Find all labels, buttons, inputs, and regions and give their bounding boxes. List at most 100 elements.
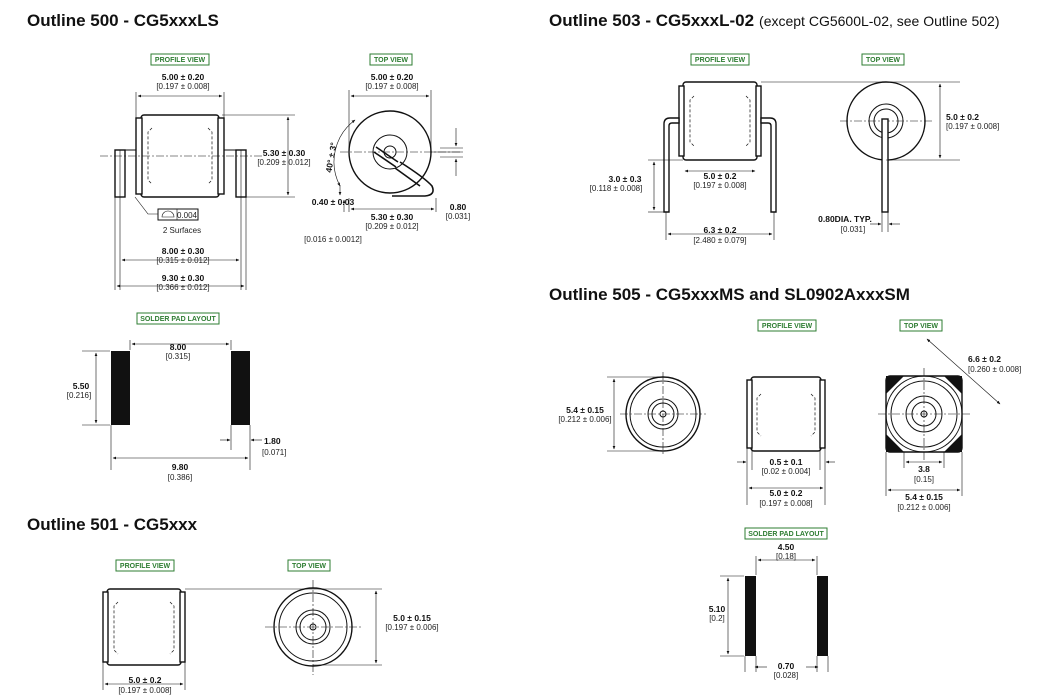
svg-text:5.30 ± 0.30: 5.30 ± 0.30 [371, 212, 414, 222]
outline-505-electrode-dim: 0.5 ± 0.1 [0.02 ± 0.004] [737, 457, 835, 476]
outline-500: Outline 500 - CG5xxxLS PROFILE VIEW TOP … [27, 11, 470, 482]
svg-text:[0.15]: [0.15] [914, 475, 934, 484]
svg-text:0.004: 0.004 [177, 211, 198, 220]
svg-text:TOP VIEW: TOP VIEW [866, 57, 900, 64]
svg-text:5.4 ± 0.15: 5.4 ± 0.15 [905, 492, 943, 502]
svg-text:TOP VIEW: TOP VIEW [292, 563, 326, 570]
outline-503-lead-height-dim: 3.0 ± 0.3 [0.118 ± 0.008] [590, 159, 683, 213]
outline-503-body-width-dim: 5.0 ± 0.2 [0.197 ± 0.008] [684, 169, 756, 190]
outline-505-solder-pad-tag: SOLDER PAD LAYOUT [744, 527, 828, 540]
outline-503-span-dim: 6.3 ± 0.2 [2.480 ± 0.079] [665, 212, 775, 245]
outline-503-profile-body [663, 81, 777, 213]
svg-text:[0.016 ± 0.0012]: [0.016 ± 0.0012] [304, 235, 362, 244]
svg-text:3.8: 3.8 [918, 464, 930, 474]
svg-text:6.3 ± 0.2: 6.3 ± 0.2 [703, 225, 736, 235]
outline-500-solder-pad-tag: SOLDER PAD LAYOUT [136, 312, 220, 325]
svg-text:[0.197 ± 0.008]: [0.197 ± 0.008] [118, 686, 171, 695]
svg-text:0.40 ± 0.03: 0.40 ± 0.03 [312, 197, 355, 207]
outline-500-solder-pads: 8.00 [0.315] 5.50 [0.216] 9.80 [0.386] 1… [67, 340, 286, 482]
outline-503-top-view: 5.0 ± 0.2 [0.197 ± 0.008] [761, 81, 999, 213]
svg-text:[0.260 ± 0.008]: [0.260 ± 0.008] [968, 365, 1021, 374]
svg-text:[0.197 ± 0.008]: [0.197 ± 0.008] [693, 181, 746, 190]
svg-text:[2.480 ± 0.079]: [2.480 ± 0.079] [693, 236, 746, 245]
svg-text:0.5 ± 0.1: 0.5 ± 0.1 [769, 457, 802, 467]
outline-501-top-view-tag: TOP VIEW [287, 559, 331, 572]
svg-text:PROFILE VIEW: PROFILE VIEW [762, 323, 813, 330]
outline-500-top-view [340, 90, 463, 197]
svg-text:8.00 ± 0.30: 8.00 ± 0.30 [162, 246, 205, 256]
outline-501-profile-body: 5.0 ± 0.2 [0.197 ± 0.008] [102, 588, 186, 695]
svg-text:[0.315 ± 0.012]: [0.315 ± 0.012] [156, 256, 209, 265]
svg-text:[0.212 ± 0.006]: [0.212 ± 0.006] [897, 503, 950, 512]
svg-text:[0.209 ± 0.012]: [0.209 ± 0.012] [365, 222, 418, 231]
svg-text:[0.197 ± 0.008]: [0.197 ± 0.008] [759, 499, 812, 508]
svg-text:TOP VIEW: TOP VIEW [904, 323, 938, 330]
svg-text:[0.028]: [0.028] [774, 671, 798, 680]
svg-text:5.0 ± 0.2: 5.0 ± 0.2 [769, 488, 802, 498]
svg-text:[0.197 ± 0.008]: [0.197 ± 0.008] [946, 122, 999, 131]
outline-503-profile-view-tag: PROFILE VIEW [690, 53, 750, 66]
svg-text:40° ± 3°: 40° ± 3° [323, 141, 338, 173]
outline-503: Outline 503 - CG5xxxL-02(except CG5600L-… [549, 11, 1000, 245]
outline-500-profile-body [100, 92, 262, 290]
outline-505-profile-view-tag: PROFILE VIEW [757, 319, 817, 332]
outline-500-top-view-tag: TOP VIEW [369, 53, 413, 66]
outline-505-profile-body [746, 376, 826, 505]
svg-text:5.10: 5.10 [709, 604, 726, 614]
svg-text:8.00: 8.00 [170, 342, 187, 352]
outline-500-profile-view-tag: PROFILE VIEW [150, 53, 210, 66]
svg-text:5.0 ± 0.2: 5.0 ± 0.2 [703, 171, 736, 181]
svg-text:[0.366 ± 0.012]: [0.366 ± 0.012] [156, 283, 209, 292]
svg-text:[0.197 ± 0.008]: [0.197 ± 0.008] [365, 82, 418, 91]
outline-501-top-view: 5.0 ± 0.15 [0.197 ± 0.006] [185, 580, 439, 675]
svg-text:5.00 ± 0.20: 5.00 ± 0.20 [162, 72, 205, 82]
svg-text:0.80: 0.80 [450, 202, 467, 212]
outline-500-height-dim: 5.30 ± 0.30 [0.209 ± 0.012] [222, 114, 311, 198]
outline-505-end-view: 5.4 ± 0.15 [0.212 ± 0.006] [558, 372, 706, 456]
svg-text:5.50: 5.50 [73, 381, 90, 391]
outline-500-flatness-callout: 0.004 2 Surfaces [134, 196, 201, 235]
outline-503-lead-diameter-dim: 0.80DIA. TYP. [0.031] [818, 212, 900, 234]
outline-500-lead-thickness-dim: 0.40 ± 0.03 [0.016 ± 0.0012] [304, 185, 362, 244]
svg-text:[0.212 ± 0.006]: [0.212 ± 0.006] [558, 415, 611, 424]
svg-text:5.30 ± 0.30: 5.30 ± 0.30 [263, 148, 306, 158]
svg-text:5.0 ± 0.15: 5.0 ± 0.15 [393, 613, 431, 623]
outline-500-top-width-dim: 5.00 ± 0.20 [0.197 ± 0.008] [350, 72, 430, 98]
svg-text:5.0 ± 0.2: 5.0 ± 0.2 [128, 675, 161, 685]
svg-text:[0.071]: [0.071] [262, 448, 286, 457]
svg-text:2 Surfaces: 2 Surfaces [163, 226, 201, 235]
outline-500-profile-width-dim: 5.00 ± 0.20 [0.197 ± 0.008] [137, 72, 223, 98]
svg-text:PROFILE VIEW: PROFILE VIEW [120, 563, 171, 570]
outline-501-title: Outline 501 - CG5xxx [27, 515, 198, 534]
svg-text:[0.197 ± 0.006]: [0.197 ± 0.006] [385, 623, 438, 632]
svg-text:[0.315]: [0.315] [166, 352, 190, 361]
outline-505-solder-pads: 4.50 [0.18] 5.10 [0.2] 0.70 [0.028] [709, 542, 829, 680]
svg-text:0.80DIA. TYP.: 0.80DIA. TYP. [818, 214, 872, 224]
svg-text:TOP VIEW: TOP VIEW [374, 57, 408, 64]
outline-501: Outline 501 - CG5xxx PROFILE VIEW TOP VI… [27, 515, 439, 695]
outline-501-profile-view-tag: PROFILE VIEW [115, 559, 175, 572]
outline-503-top-view-tag: TOP VIEW [861, 53, 905, 66]
svg-text:SOLDER PAD LAYOUT: SOLDER PAD LAYOUT [140, 316, 216, 323]
svg-text:[0.18]: [0.18] [776, 552, 796, 561]
svg-text:[0.02 ± 0.004]: [0.02 ± 0.004] [762, 467, 811, 476]
svg-text:[0.031]: [0.031] [841, 225, 865, 234]
outline-500-title: Outline 500 - CG5xxxLS [27, 11, 219, 30]
svg-text:9.30 ± 0.30: 9.30 ± 0.30 [162, 273, 205, 283]
svg-text:[0.2]: [0.2] [709, 614, 725, 623]
svg-text:[0.209 ± 0.012]: [0.209 ± 0.012] [257, 158, 310, 167]
svg-text:6.6 ± 0.2: 6.6 ± 0.2 [968, 354, 1001, 364]
svg-text:5.0 ± 0.2: 5.0 ± 0.2 [946, 112, 979, 122]
svg-text:3.0 ± 0.3: 3.0 ± 0.3 [608, 174, 641, 184]
svg-text:[0.216]: [0.216] [67, 391, 91, 400]
svg-text:[0.197 ± 0.008]: [0.197 ± 0.008] [156, 82, 209, 91]
outline-505-top-view: 6.6 ± 0.2 [0.260 ± 0.008] 3.8 [0.15] 5.4… [878, 338, 1021, 512]
outline-505-top-view-tag: TOP VIEW [899, 319, 943, 332]
outline-503-title: Outline 503 - CG5xxxL-02(except CG5600L-… [549, 11, 1000, 30]
svg-text:9.80: 9.80 [172, 462, 189, 472]
svg-text:PROFILE VIEW: PROFILE VIEW [155, 57, 206, 64]
svg-text:[0.118 ± 0.008]: [0.118 ± 0.008] [590, 184, 643, 193]
outline-505: Outline 505 - CG5xxxMS and SL0902AxxxSM … [549, 285, 1021, 680]
svg-text:5.4 ± 0.15: 5.4 ± 0.15 [566, 405, 604, 415]
